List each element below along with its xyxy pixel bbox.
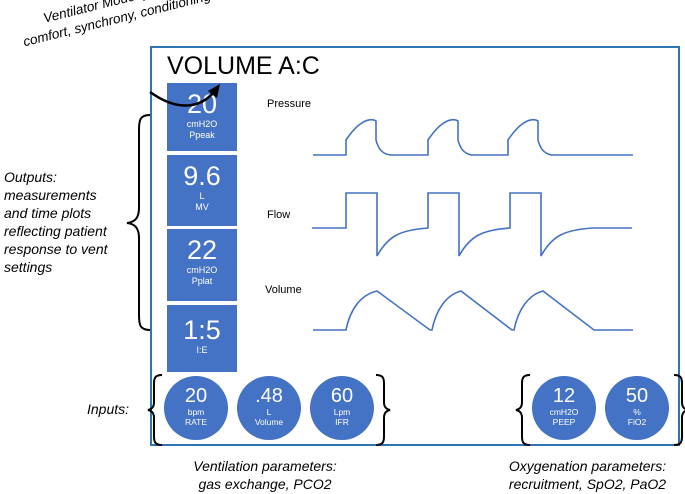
output-value: 22 bbox=[186, 235, 218, 265]
output-value: 1:5 bbox=[183, 315, 221, 345]
volume-waveform bbox=[313, 290, 633, 331]
mode-title: VOLUME A:C bbox=[167, 52, 320, 80]
ventilation-annotation-line2: gas exchange, PCO2 bbox=[198, 476, 332, 492]
volume-label: Volume bbox=[265, 284, 302, 296]
mode-arrow bbox=[149, 90, 215, 107]
output-tile-mv: 9.6 L MV bbox=[167, 155, 237, 226]
knob-value: 20 bbox=[184, 385, 208, 407]
output-label: Ppeak bbox=[189, 130, 215, 140]
flow-waveform bbox=[312, 192, 632, 257]
output-tile-pplat: 22 cmH2O Pplat bbox=[167, 229, 237, 301]
pressure-waveform bbox=[313, 118, 633, 156]
knob-label: Volume bbox=[254, 417, 284, 427]
outputs-annotation-line: measurements bbox=[4, 187, 97, 203]
flow-label: Flow bbox=[267, 209, 291, 221]
outputs-annotation-line: settings bbox=[4, 259, 53, 275]
knob-label: IFR bbox=[335, 417, 349, 427]
ventilator-screen bbox=[150, 46, 680, 446]
knob-value: 60 bbox=[330, 385, 354, 407]
output-unit: cmH2O bbox=[186, 119, 218, 129]
knob-unit: L bbox=[266, 407, 272, 417]
knob-label: FiO2 bbox=[627, 417, 647, 427]
output-label: Pplat bbox=[191, 276, 213, 286]
pressure-label: Pressure bbox=[267, 98, 312, 110]
mode-arrow-head bbox=[208, 84, 220, 98]
oxygenation-annotation-line2: recruitment, SpO2, PaO2 bbox=[508, 476, 667, 492]
knob-unit: % bbox=[633, 407, 641, 417]
outputs-annotation-line: reflecting patient bbox=[4, 223, 107, 239]
output-label: I:E bbox=[196, 345, 208, 355]
knob-value: 12 bbox=[552, 385, 576, 407]
output-unit: L bbox=[199, 191, 205, 201]
knob-unit: bpm bbox=[187, 407, 205, 417]
knob-unit: Lpm bbox=[333, 407, 351, 417]
oxygenation-annotation-line1: Oxygenation parameters: bbox=[508, 458, 667, 474]
ventilation-brace-left bbox=[147, 374, 163, 446]
ventilation-annotation-line1: Ventilation parameters: bbox=[193, 458, 337, 474]
outputs-annotation-line: Outputs: bbox=[4, 169, 57, 185]
knob-volume[interactable]: .48 L Volume bbox=[237, 376, 301, 440]
knob-ifr[interactable]: 60 Lpm IFR bbox=[310, 376, 374, 440]
oxygenation-annotation: Oxygenation parameters: recruitment, SpO… bbox=[490, 457, 685, 493]
output-unit: cmH2O bbox=[186, 265, 218, 275]
inputs-annotation: Inputs: bbox=[87, 401, 130, 417]
knob-unit: cmH2O bbox=[549, 407, 579, 417]
output-tile-ppeak: 20 cmH2O Ppeak bbox=[167, 83, 237, 151]
knob-value: 50 bbox=[625, 385, 649, 407]
oxygenation-brace-right bbox=[673, 374, 685, 446]
ventilation-brace-right bbox=[375, 374, 391, 446]
outputs-annotation: Outputs: measurements and time plots ref… bbox=[4, 168, 108, 276]
ventilation-annotation: Ventilation parameters: gas exchange, PC… bbox=[165, 457, 365, 493]
outputs-brace bbox=[126, 114, 151, 331]
oxygenation-brace-left bbox=[515, 374, 531, 446]
outputs-annotation-line: response to vent bbox=[4, 241, 108, 257]
output-value: 9.6 bbox=[183, 161, 221, 191]
knob-peep[interactable]: 12 cmH2O PEEP bbox=[532, 376, 596, 440]
knob-value: .48 bbox=[255, 385, 283, 407]
knob-rate[interactable]: 20 bpm RATE bbox=[164, 376, 228, 440]
output-tile-ie: 1:5 I:E bbox=[167, 305, 237, 372]
knob-label: PEEP bbox=[552, 417, 576, 427]
knob-fio2[interactable]: 50 % FiO2 bbox=[605, 376, 669, 440]
outputs-annotation-line: and time plots bbox=[4, 205, 92, 221]
output-label: MV bbox=[195, 202, 209, 212]
knob-label: RATE bbox=[184, 417, 208, 427]
